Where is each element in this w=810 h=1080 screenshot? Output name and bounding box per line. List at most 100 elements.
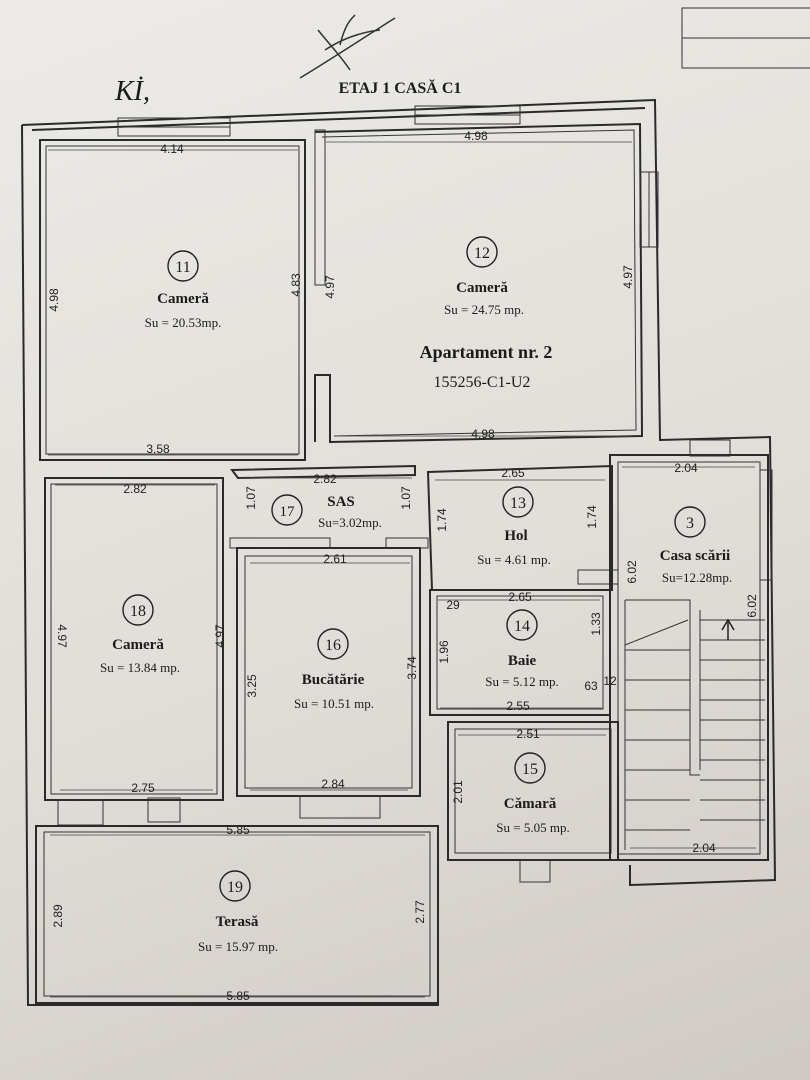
room-18-number: 18: [130, 603, 146, 620]
dimension-label: 2.82: [313, 472, 337, 486]
room-11-area: Su = 20.53mp.: [145, 315, 222, 330]
room-19-number-circle: [219, 870, 251, 902]
apartment-name: Apartament nr. 2: [420, 342, 553, 362]
dimension-label: 5.85: [226, 823, 250, 837]
room-19-number: 19: [227, 879, 243, 896]
apartment-code: 155256-C1-U2: [434, 374, 531, 391]
dimension-label: 3.25: [245, 674, 259, 698]
label-room-17: 17 SAS Su=3.02mp.: [271, 494, 382, 530]
room-14-number-circle: [506, 609, 538, 641]
dimension-label: 4.97: [213, 624, 227, 648]
room-16-number: 16: [325, 637, 341, 654]
signature: [299, 14, 396, 79]
room-3-name: Casa scării: [660, 548, 730, 564]
dimension-label: 2.65: [508, 590, 532, 604]
dimension-label: 1.74: [435, 508, 449, 532]
room-13-number: 13: [510, 495, 526, 512]
room-15-name: Cămară: [504, 796, 557, 812]
dimension-label: 2.65: [501, 466, 525, 480]
dimension-label: 1.96: [437, 640, 451, 664]
room-18-area: Su = 13.84 mp.: [100, 660, 180, 675]
label-room-15: 15 Cămară Su = 5.05 mp.: [496, 752, 570, 835]
room-11-number: 11: [175, 259, 190, 276]
room-17-name: SAS: [327, 494, 355, 510]
dimension-label: 1.33: [589, 612, 603, 636]
label-room-16: 16 Bucătărie Su = 10.51 mp.: [294, 628, 374, 711]
dimension-label: 2.89: [51, 904, 65, 928]
room-3-number: 3: [686, 515, 694, 532]
room-15-number: 15: [522, 761, 538, 778]
dimension-label: 4.98: [47, 288, 61, 312]
dimension-label: 1.07: [399, 486, 413, 510]
room-3-staircase: [609, 439, 773, 861]
dimension-label: 4.97: [621, 265, 635, 289]
room-12: [314, 105, 659, 444]
dimension-label: 2.04: [674, 461, 698, 475]
room-12-number: 12: [474, 245, 490, 262]
dimension-label: 2.61: [323, 552, 347, 566]
label-room-12: 12 Cameră Su = 24.75 mp. Apartament nr. …: [420, 236, 553, 391]
dimension-label: 63: [584, 679, 598, 693]
dimension-label: 6.02: [745, 594, 759, 618]
room-16: [147, 547, 421, 823]
dimension-label: 5.85: [226, 989, 250, 1003]
dimension-label: 4.98: [464, 129, 488, 143]
dimension-lines: [48, 141, 756, 998]
room-17-area: Su=3.02mp.: [318, 515, 382, 530]
dimension-label: 6.02: [625, 560, 639, 584]
dimension-label: 2.04: [692, 841, 716, 855]
dimension-label: 29: [446, 598, 460, 612]
room-15-area: Su = 5.05 mp.: [496, 820, 569, 835]
handwritten-note: Kİ,: [114, 76, 150, 107]
title-block-frame: [681, 7, 810, 69]
dimension-label: 2.77: [413, 900, 427, 924]
room-16-area: Su = 10.51 mp.: [294, 696, 374, 711]
room-11-number-circle: [167, 250, 199, 282]
room-17-number: 17: [280, 504, 296, 520]
room-12-area: Su = 24.75 mp.: [444, 302, 524, 317]
room-3-area: Su=12.28mp.: [662, 570, 732, 585]
label-room-14: 14 Baie Su = 5.12 mp.: [485, 609, 559, 689]
dimension-label: 1.07: [244, 486, 258, 510]
dimension-label: 1.74: [585, 505, 599, 529]
label-room-11: 11 Cameră Su = 20.53mp.: [145, 250, 222, 330]
room-11: [39, 117, 306, 461]
plan-title: ETAJ 1 CASĂ C1: [339, 78, 462, 97]
dimension-label: 4.14: [160, 142, 184, 156]
room-17-number-circle: [271, 494, 303, 526]
room-16-name: Bucătărie: [302, 672, 365, 688]
dimension-label: 2.55: [506, 699, 530, 713]
dimension-label: 2.01: [451, 780, 465, 804]
room-18: [44, 477, 224, 826]
room-12-number-circle: [466, 236, 498, 268]
dimension-label: 2.75: [131, 781, 155, 795]
dimension-label: 12: [603, 674, 617, 688]
label-room-18: 18 Cameră Su = 13.84 mp.: [100, 594, 180, 675]
dimension-label: 4.98: [471, 427, 495, 441]
dimension-label: 2.51: [516, 727, 540, 741]
room-13-number-circle: [502, 486, 534, 518]
label-room-19: 19 Terasă Su = 15.97 mp.: [198, 870, 278, 954]
dimension-label: 4.97: [55, 624, 69, 648]
room-14-number: 14: [514, 618, 530, 635]
room-19-area: Su = 15.97 mp.: [198, 939, 278, 954]
room-14-area: Su = 5.12 mp.: [485, 674, 558, 689]
room-14-name: Baie: [508, 653, 537, 669]
dimension-label: 2.84: [321, 777, 345, 791]
room-16-number-circle: [317, 628, 349, 660]
dimension-label: 4.97: [323, 275, 337, 299]
room-13-name: Hol: [504, 528, 527, 544]
room-3-number-circle: [674, 506, 706, 538]
dimension-label: 3.58: [146, 442, 170, 456]
room-19-name: Terasă: [216, 914, 259, 930]
dimension-label: 4.83: [289, 273, 303, 297]
room-11-name: Cameră: [157, 291, 209, 307]
room-19: [35, 825, 439, 1004]
room-12-name: Cameră: [456, 280, 508, 296]
room-18-name: Cameră: [112, 637, 164, 653]
room-18-number-circle: [122, 594, 154, 626]
dimension-label: 3.74: [405, 656, 419, 680]
room-15-number-circle: [514, 752, 546, 784]
